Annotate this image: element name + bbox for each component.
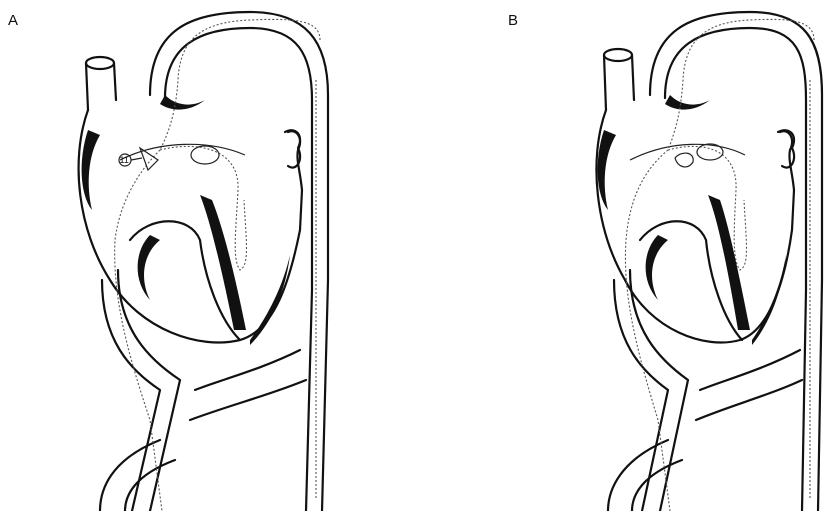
heart-body-a: [79, 95, 302, 345]
heart-body-b: [596, 95, 794, 345]
marker-label-a: 11: [120, 155, 129, 165]
catheter-a: [115, 19, 320, 511]
great-vessels-b: [604, 12, 822, 511]
heart-diagram-b: [500, 0, 825, 511]
heart-diagram-a: 11: [0, 0, 330, 511]
